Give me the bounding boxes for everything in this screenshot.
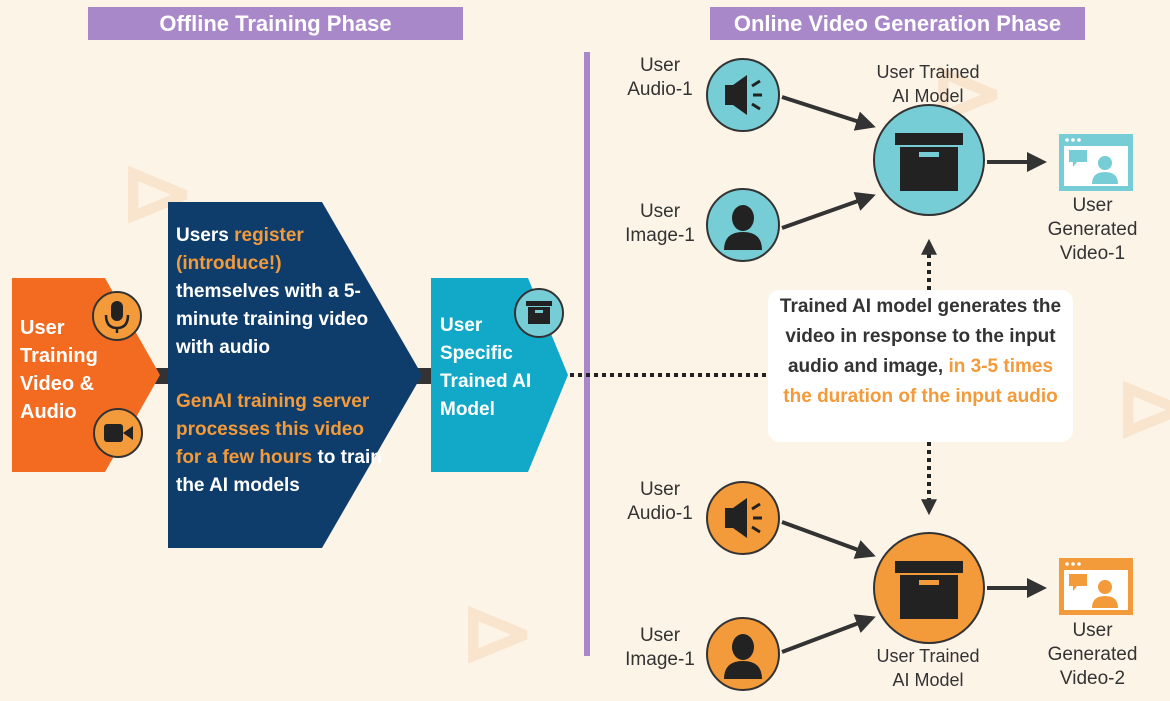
archive-box-icon (873, 532, 985, 644)
training-process-shape (168, 202, 422, 548)
video-camera-icon (93, 408, 143, 458)
watermark-logo: ⊳ (460, 583, 536, 683)
output-label-top: User Generated Video-1 (1047, 195, 1138, 264)
model-label-bottom: User Trained AI Model (876, 646, 980, 690)
arrow (781, 95, 876, 131)
archive-box-icon (873, 104, 985, 216)
output-label-bottom: User Generated Video-2 (1047, 620, 1138, 689)
audio-label-top: User Audio-1 (627, 55, 693, 100)
image-label-bottom: User Image-1 (625, 625, 695, 670)
online-phase-header: Online Video Generation Phase (710, 7, 1085, 40)
phase-divider (584, 52, 590, 656)
user-silhouette-icon (706, 617, 780, 691)
generation-note: Trained AI model generates the video in … (768, 290, 1073, 442)
training-process-text: Users register (introduce!) themselves w… (176, 222, 386, 500)
arrow (781, 520, 876, 559)
process-paragraph-2: GenAI training server processes this vid… (176, 391, 382, 496)
audio-label-bottom: User Audio-1 (627, 479, 693, 524)
arrow (781, 191, 876, 230)
user-silhouette-icon (706, 188, 780, 262)
image-label-top: User Image-1 (625, 201, 695, 246)
arrow (781, 614, 876, 654)
model-label-top: User Trained AI Model (876, 62, 980, 106)
training-input-label: User Training Video & Audio (20, 317, 98, 423)
process-paragraph-1: Users register (introduce!) themselves w… (176, 225, 369, 358)
offline-phase-header: Offline Training Phase (88, 7, 463, 40)
video-call-icon (1059, 134, 1133, 191)
trained-model-label: User Specific Trained AI Model (440, 315, 532, 420)
speaker-icon (706, 58, 780, 132)
online-phase-title: Online Video Generation Phase (733, 11, 1062, 36)
archive-box-icon (514, 288, 564, 338)
video-call-icon (1059, 558, 1133, 615)
offline-phase-title: Offline Training Phase (159, 11, 392, 36)
microphone-icon (92, 291, 142, 341)
speaker-icon (706, 481, 780, 555)
watermark-logo: ⊳ (1115, 358, 1170, 458)
